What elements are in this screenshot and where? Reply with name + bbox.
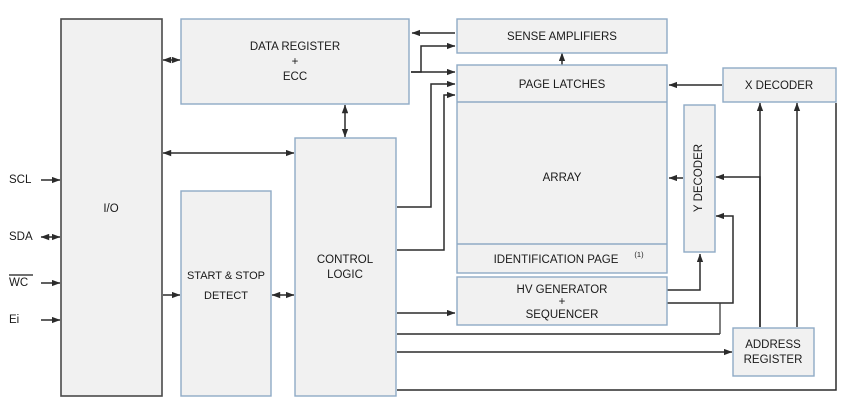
block-data-register: DATA REGISTER + ECC (180, 18, 410, 105)
signal-sda-label: SDA (9, 231, 33, 243)
block-data-register-line2: + (292, 56, 299, 68)
block-data-register-line1: DATA REGISTER (250, 41, 340, 53)
block-page-latches-label: PAGE LATCHES (519, 79, 606, 91)
block-data-register-line3: ECC (283, 71, 307, 83)
wire-hv-generator-to-y-decoder (667, 212, 734, 304)
block-y-decoder: Y DECODER (683, 104, 716, 253)
wire-address-register-to-y-decoder (715, 173, 761, 327)
signal-scl-label: SCL (9, 174, 32, 186)
signal-wc: WC (9, 274, 33, 289)
block-start-stop-detect-line1: START & STOP (187, 270, 265, 282)
signal-wc-label: WC (9, 277, 28, 289)
wire-control-logic-to-page-latches (397, 80, 456, 208)
block-address-register-line2: REGISTER (744, 354, 803, 366)
block-identification-page: IDENTIFICATION PAGE (1) (494, 250, 644, 266)
block-start-stop-detect-line2: DETECT (204, 290, 248, 302)
block-sense-amplifiers-label: SENSE AMPLIFIERS (507, 31, 617, 43)
block-array-label: ARRAY (543, 172, 582, 184)
block-hv-generator-line1: HV GENERATOR (517, 284, 608, 296)
block-x-decoder-label: X DECODER (745, 80, 813, 92)
wire-control-logic-to-array (397, 91, 456, 251)
block-hv-generator: HV GENERATOR + SEQUENCER (456, 276, 668, 326)
block-io-label: I/O (103, 203, 118, 215)
block-address-register: ADDRESS REGISTER (732, 327, 815, 377)
block-hv-generator-line2: + (559, 296, 566, 308)
block-hv-generator-line3: SEQUENCER (526, 309, 599, 321)
block-x-decoder: X DECODER (722, 67, 837, 103)
block-control-logic-line2: LOGIC (327, 269, 363, 281)
block-start-stop-detect: START & STOP DETECT (180, 190, 272, 397)
block-identification-page-label: IDENTIFICATION PAGE (494, 254, 619, 266)
block-identification-page-footnote: (1) (634, 250, 644, 259)
block-y-decoder-label: Y DECODER (693, 144, 705, 212)
block-control-logic-line1: CONTROL (317, 254, 374, 266)
wire-hv-to-y-decoder-bottom (667, 253, 704, 291)
wire-data-register-to-sense-amp (411, 42, 456, 73)
block-address-register-line1: ADDRESS (745, 339, 801, 351)
block-control-logic: CONTROL LOGIC (294, 137, 397, 397)
signal-ei-label: Ei (9, 314, 19, 326)
block-io: I/O (60, 18, 163, 397)
wire-bottom-return-rail (397, 103, 837, 391)
block-array-group: PAGE LATCHES ARRAY IDENTIFICATION PAGE (… (456, 64, 668, 274)
block-sense-amplifiers: SENSE AMPLIFIERS (456, 18, 668, 54)
